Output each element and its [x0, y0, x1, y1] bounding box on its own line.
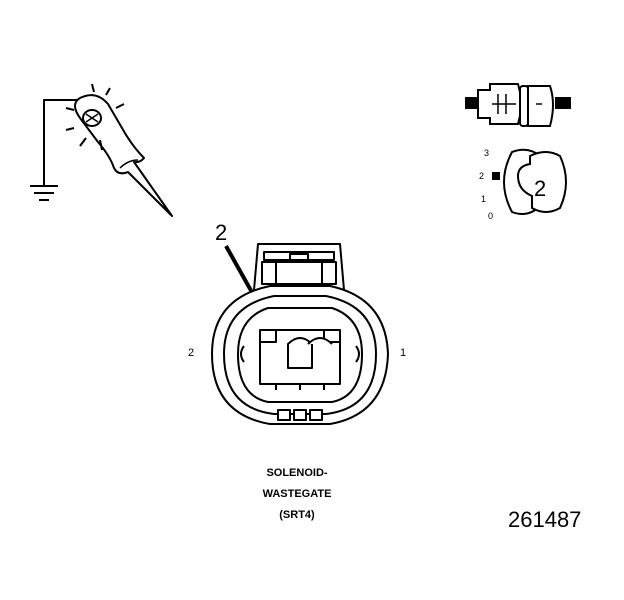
- light-rays-icon: [65, 83, 125, 151]
- callout-number: 2: [215, 220, 228, 245]
- inset-position-label: 0: [488, 211, 494, 221]
- connector-face: [211, 243, 389, 425]
- pin-label-left: 2: [188, 347, 195, 359]
- ground-symbol-icon: [30, 185, 58, 201]
- inset-terminal-label: 2: [534, 176, 547, 201]
- terminal-position-view-icon: [492, 148, 567, 215]
- inset-position-label: 2: [479, 171, 485, 181]
- connector-side-view-icon: [465, 83, 571, 127]
- pin-label-right: 1: [400, 347, 407, 359]
- inset-position-label: 1: [481, 194, 487, 204]
- test-probe-icon: [43, 94, 173, 217]
- inset-position-label: 3: [484, 148, 490, 158]
- connector-name-line1: SOLENOID-: [266, 467, 328, 479]
- connector-name-line2: WASTEGATE: [262, 488, 332, 500]
- connector-name-line3: (SRT4): [279, 509, 315, 521]
- figure-number: 261487: [508, 507, 582, 532]
